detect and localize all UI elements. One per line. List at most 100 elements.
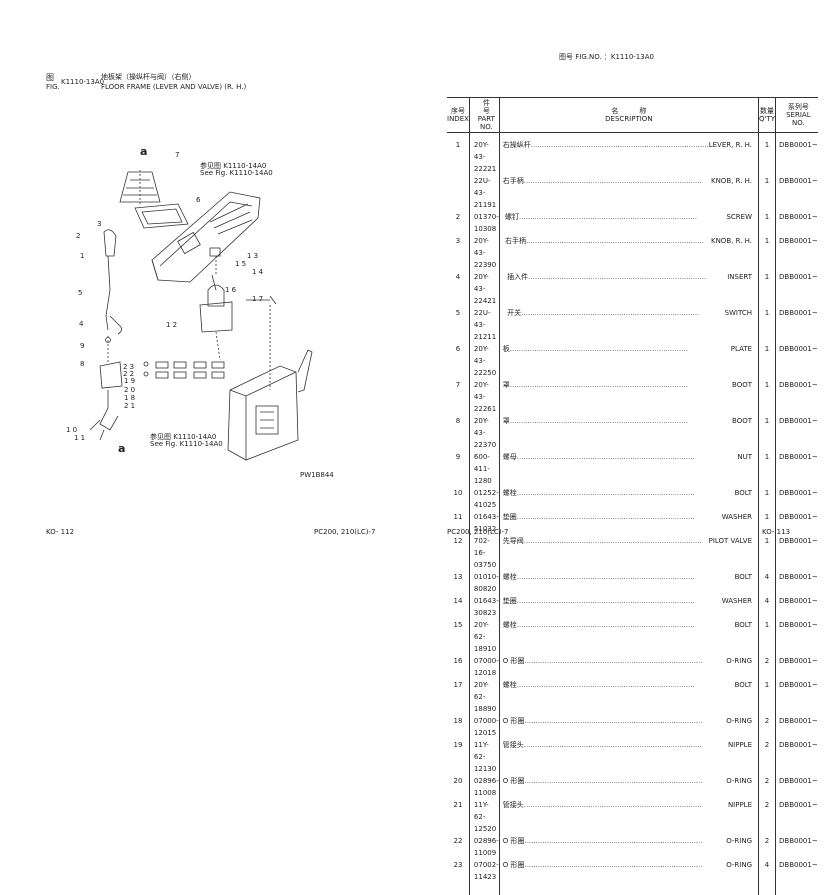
row-description: 螺钉SCREW [499, 211, 760, 235]
leader-dots [531, 139, 709, 151]
fig-number-label: 图号 FIG.NO. ：K1110-13A0 [559, 53, 654, 61]
row-serial: DBB0001~ [779, 513, 818, 521]
leader-dots [524, 175, 711, 187]
row-qty: 1 [758, 619, 777, 655]
row-description: 罩BOOT [499, 379, 760, 415]
row-description-en: NUT [737, 453, 753, 461]
row-index: 11 [447, 511, 470, 535]
row-serial: DBB0001~ [779, 573, 818, 581]
row-description-en: BOOT [732, 381, 753, 389]
row-index: 19 [447, 739, 470, 775]
row-description-en: WASHER [721, 513, 753, 521]
row-description-cn: 螺钉 [502, 213, 519, 221]
row-description-en: PLATE [730, 345, 753, 353]
row-part-no: 20Y-43-22250 [469, 343, 500, 379]
console-frame [151, 191, 261, 283]
row-qty: 4 [758, 859, 777, 883]
row-description-cn: 罩 [502, 417, 510, 425]
row-part-no: 11Y-62-12520 [469, 799, 500, 835]
callout-6: 6 [196, 196, 201, 204]
row-qty: 1 [758, 679, 777, 715]
fig-number: K1110-13A0 [61, 78, 105, 86]
row-index: 1 [447, 139, 470, 175]
row-description-en: O-RING [726, 837, 753, 845]
row-qty: 1 [758, 343, 777, 379]
leader-dots [517, 679, 735, 691]
row-index: 14 [447, 595, 470, 619]
row-qty: 1 [758, 379, 777, 415]
right-page-number: KO- 113 [762, 528, 791, 536]
row-description-cn: 右手柄 [502, 177, 524, 185]
leader-dots [528, 271, 727, 283]
row-qty: 1 [758, 139, 777, 175]
row-description-en: LEVER, R. H. [708, 141, 753, 149]
row-qty: 1 [758, 235, 777, 271]
row-index: 18 [447, 715, 470, 739]
row-index: 16 [447, 655, 470, 679]
row-description-en: INSERT [727, 273, 753, 281]
row-description-cn: O 形圈 [502, 861, 525, 869]
row-description: 螺栓BOLT [499, 679, 760, 715]
row-description-cn: 螺栓 [502, 489, 517, 497]
see-fig-ref-top-en: See Fig. K1110-14A0 [200, 169, 273, 177]
exploded-view-diagram [89, 170, 313, 461]
leader-dots [519, 211, 727, 223]
callout-9: 9 [80, 342, 85, 350]
bolt-17 [246, 295, 277, 305]
row-qty: 1 [758, 211, 777, 235]
row-serial: DBB0001~ [779, 141, 818, 149]
row-description: O 形圈O-RING [499, 775, 760, 799]
leader-dots [521, 307, 724, 319]
row-description-en: BOLT [734, 573, 753, 581]
row-part-no: 07000-12015 [469, 715, 500, 739]
see-fig-ref-bottom-en: See Fig. K1110-14A0 [150, 440, 223, 448]
row-part-no: 20Y-43-22370 [469, 415, 500, 451]
fig-label-cn: 图 [46, 73, 54, 82]
pilot-valve-12 [199, 301, 233, 333]
row-description-en: WASHER [721, 597, 753, 605]
row-description: 垫圈WASHER [499, 595, 760, 619]
leader-dots [524, 715, 726, 727]
row-qty: 1 [758, 451, 777, 487]
row-description: O 形圈 O-RING [499, 859, 760, 883]
row-serial: DBB0001~ [779, 453, 818, 461]
row-description-cn: 先导阀 [502, 537, 524, 545]
callout-19: 1 9 [124, 377, 136, 385]
row-description: 管接头NIPPLE [499, 739, 760, 775]
callout-16: 1 6 [225, 286, 237, 294]
row-part-no: 01010-80820 [469, 571, 500, 595]
row-part-no: 07002-11423 [469, 859, 500, 883]
row-part-no: 22U-43-21211 [469, 307, 500, 343]
callout-12: 1 2 [166, 321, 178, 329]
leader-dots [524, 835, 726, 847]
leader-dots [517, 595, 722, 607]
leader-dots [524, 655, 726, 667]
row-serial: DBB0001~ [779, 597, 818, 605]
row-index: 13 [447, 571, 470, 595]
row-description-en: O-RING [726, 777, 753, 785]
row-description-en: KNOB, R. H. [710, 177, 753, 185]
row-description-cn: 开关 [502, 309, 522, 317]
leader-dots [517, 571, 735, 583]
callout-1: 1 [80, 252, 85, 260]
row-index: 10 [447, 487, 470, 511]
row-part-no: 02896-11009 [469, 835, 500, 859]
row-qty: 1 [758, 271, 777, 307]
row-description-en: O-RING [726, 861, 753, 869]
row-description-en: O-RING [726, 657, 753, 665]
